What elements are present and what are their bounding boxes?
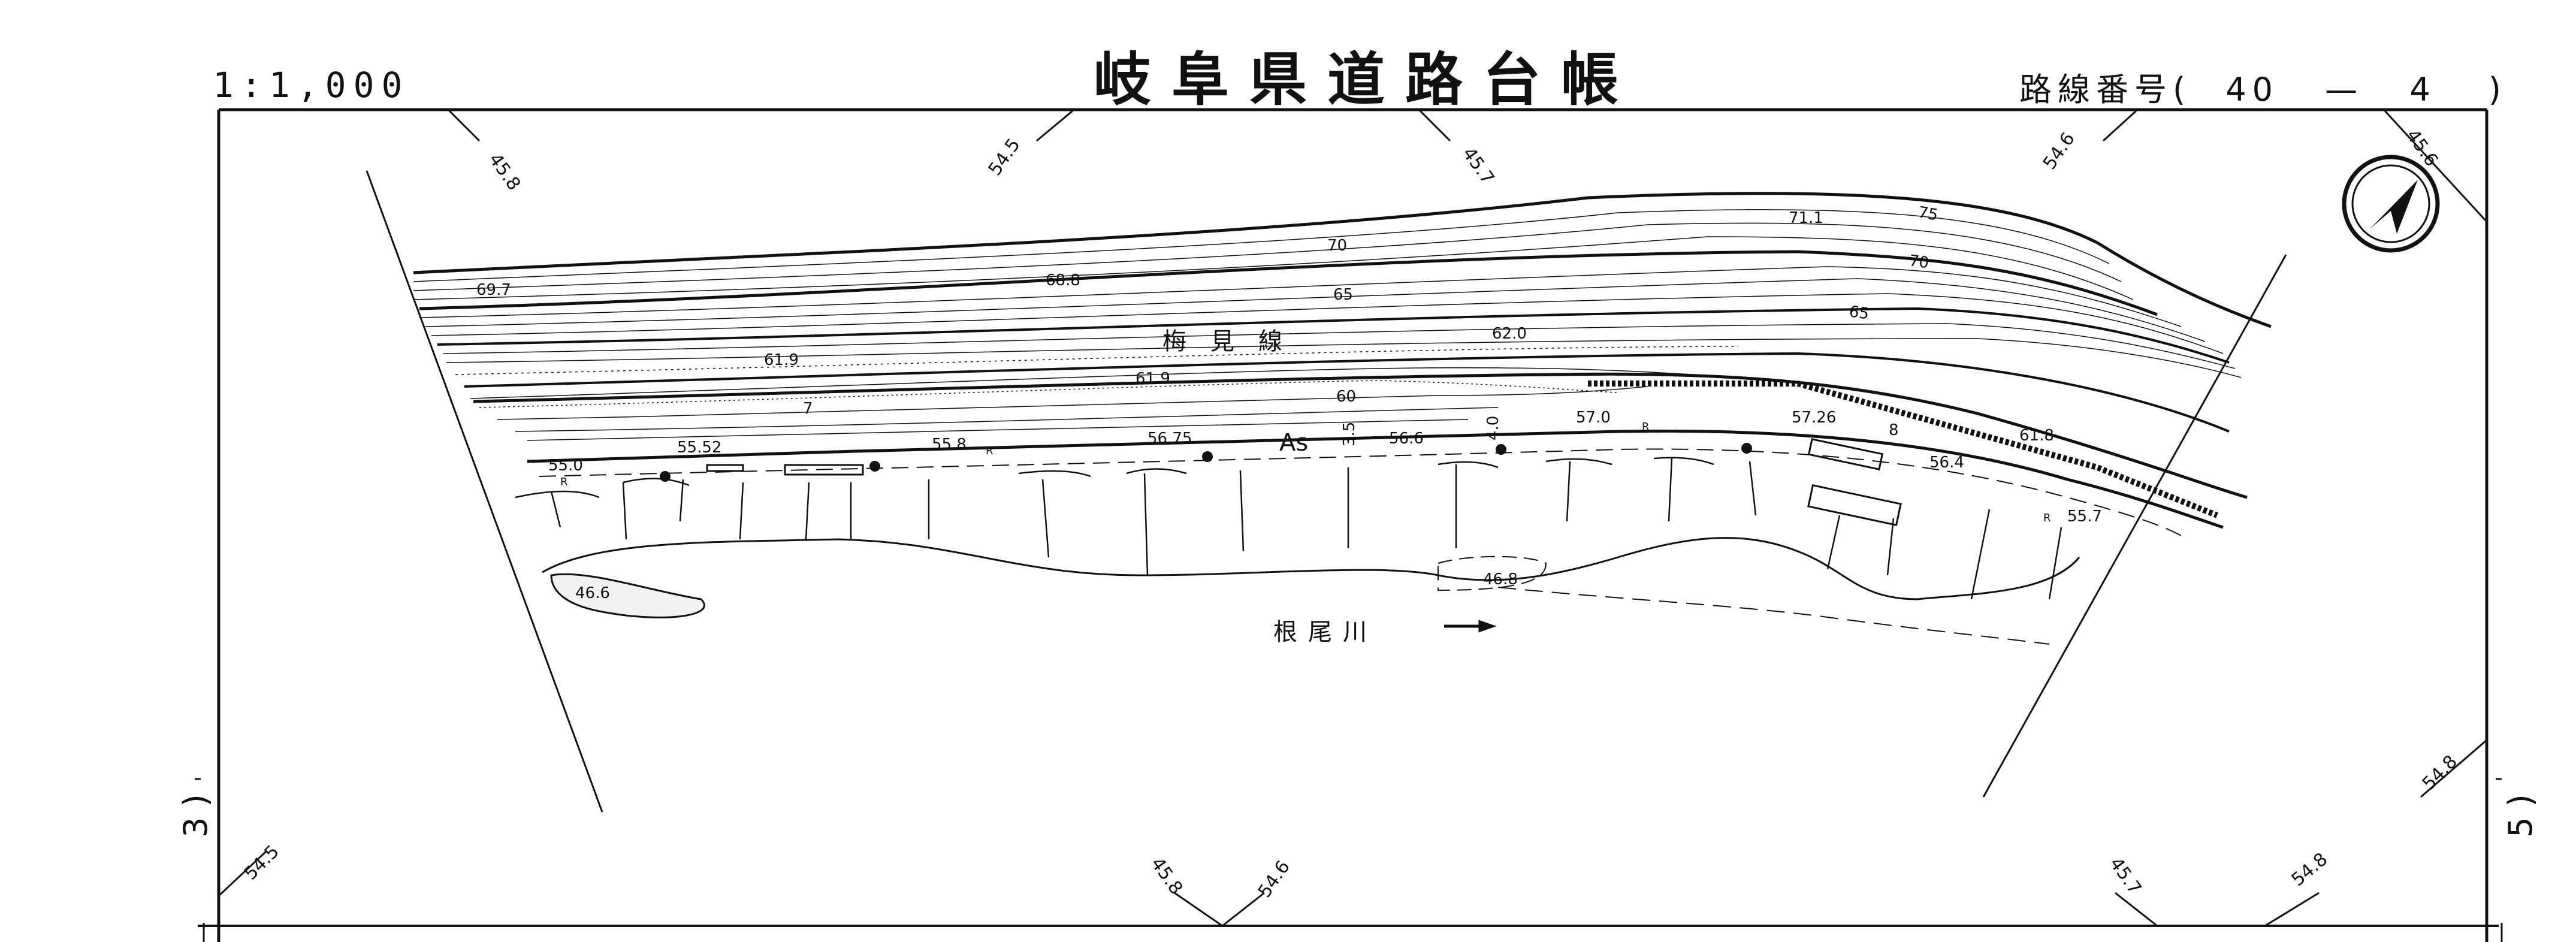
road-name-label: 梅 見 線 — [1162, 328, 1282, 355]
corner-mark-bottom-5: 54.8 — [2288, 849, 2332, 890]
width-figure: 4.0 — [1484, 416, 1502, 440]
corner-marks: 45.8 54.5 45.7 54.6 45.6 54.5 45.8 54.6 … — [240, 126, 2462, 902]
elevation-label: 55.8 — [932, 436, 967, 454]
elevation-label: 55.0 — [548, 457, 583, 475]
contour-label: 65 — [1848, 303, 1870, 323]
corner-mark-top-4: 54.6 — [2039, 129, 2079, 174]
elevation-label: 71.1 — [1789, 209, 1823, 227]
elevation-label: 61.8 — [2019, 427, 2054, 445]
road-edges — [473, 372, 2248, 540]
elevation-label: 57.0 — [1576, 409, 1611, 427]
viewport-outline — [366, 170, 2287, 813]
contour-label: 65 — [1333, 286, 1353, 304]
north-arrow-icon — [2342, 155, 2440, 253]
width-figure: 3.5 — [1340, 422, 1358, 446]
map-title: 岐阜県道路台帳 — [1094, 46, 1639, 113]
elevation-label: 61.9 — [764, 351, 799, 369]
route-separator: — — [2325, 71, 2364, 108]
elevation-label: 69.7 — [476, 281, 511, 299]
route-prefix: 路線番号( — [2019, 71, 2192, 108]
corner-mark-top-5: 45.6 — [2402, 126, 2442, 171]
corner-mark-bottom-4: 45.7 — [2105, 854, 2145, 899]
contour-label: 70 — [1908, 252, 1930, 272]
route-number-a: 40 — [2225, 71, 2279, 108]
river-name-label: 根尾川 — [1273, 618, 1378, 646]
contour-labels: 75 70 70 65 65 60 7 8 — [803, 203, 1940, 439]
survey-points — [660, 443, 1752, 482]
river-bank — [542, 537, 2080, 645]
elevation-label: 46.8 — [1483, 570, 1518, 588]
elevation-label: 61.9 — [1136, 370, 1170, 388]
corner-mark-bottom-1: 54.5 — [240, 841, 283, 884]
corner-mark-bottom-2: 45.8 — [1146, 854, 1186, 899]
corner-mark-bottom-3: 54.6 — [1254, 857, 1294, 902]
flow-arrow-icon — [1444, 620, 1497, 633]
elevation-labels: 71.1 69.7 68.8 62.0 61.9 61.9 57.0 57.26… — [476, 209, 2102, 602]
contour-lines — [413, 192, 2272, 441]
sheet-border — [198, 108, 2499, 942]
contour-label: 75 — [1917, 203, 1940, 224]
embankment-slopes — [515, 457, 2062, 600]
corner-mark-top-3: 45.7 — [1458, 144, 1498, 189]
elevation-label: 56.6 — [1389, 430, 1424, 448]
corner-mark-top-2: 54.5 — [985, 135, 1025, 180]
r-marker: R — [2043, 512, 2051, 524]
grid-reference-lines — [218, 110, 2488, 927]
scale-label: 1:1,000 — [213, 65, 410, 105]
corner-mark-top-1: 45.8 — [484, 150, 524, 195]
contour-label: 70 — [1327, 237, 1347, 255]
contour-label: 8 — [1889, 421, 1899, 439]
contour-label: 60 — [1336, 388, 1356, 406]
route-suffix: ) — [2488, 71, 2507, 108]
elevation-label: 56.75 — [1147, 430, 1192, 448]
retaining-wall-symbols — [706, 381, 2218, 526]
r-marker: R — [560, 476, 568, 488]
elevation-label: 62.0 — [1492, 325, 1527, 343]
elevation-label: 46.6 — [575, 584, 610, 602]
elevation-label: 68.8 — [1046, 271, 1080, 289]
sheet-ticks — [195, 778, 2503, 942]
r-marker: R — [1642, 421, 1650, 433]
route-number-b: 4 — [2409, 71, 2436, 108]
contour-label: 7 — [803, 400, 813, 418]
elevation-label: 56.4 — [1929, 454, 1964, 472]
elevation-label: 55.7 — [2067, 508, 2102, 526]
elevation-label: 57.26 — [1792, 409, 1836, 427]
route-number: 路線番号( 40 — 4 ) — [2019, 63, 2507, 110]
r-marker: R — [986, 445, 993, 457]
elevation-label: 55.52 — [677, 439, 721, 457]
pavement-label: As — [1279, 429, 1308, 457]
corner-mark-right: 54.8 — [2418, 751, 2462, 795]
